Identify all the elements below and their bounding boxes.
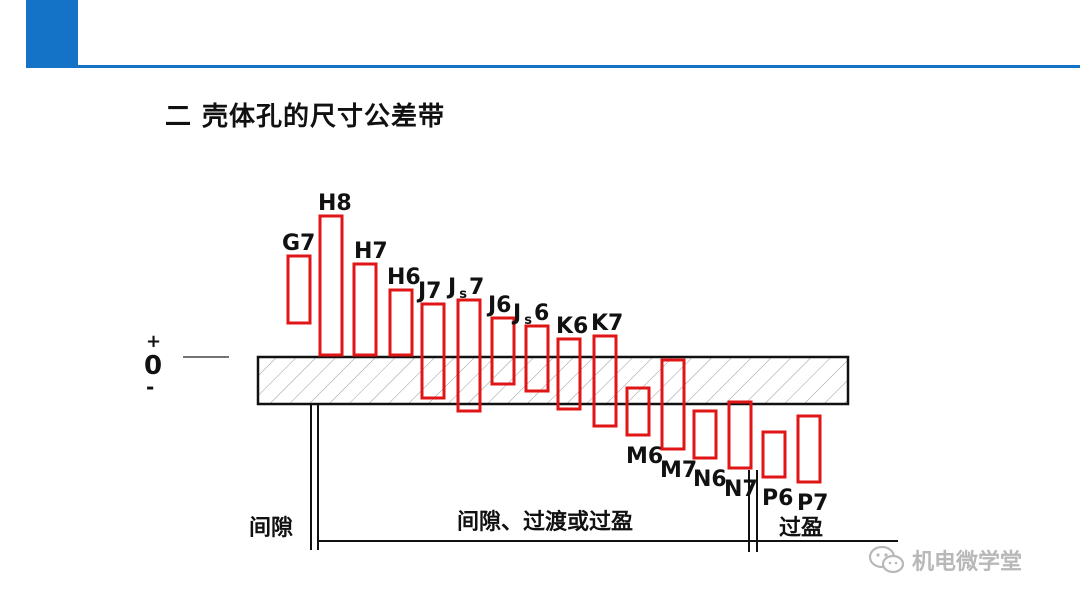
zone-js6: [524, 324, 550, 393]
zone-label-m7: M7: [660, 458, 697, 483]
zone-k6: [556, 337, 582, 411]
slide-title: 二 壳体孔的尺寸公差带: [165, 102, 446, 132]
plus-sign: +: [146, 331, 161, 352]
zone-g7: [286, 254, 312, 325]
wechat-icon: [868, 545, 905, 574]
zone-label-h6: H6: [387, 265, 421, 290]
region-label-transition: 间隙、过渡或过盈: [457, 509, 633, 535]
zone-label-j6: J6: [486, 293, 512, 318]
zone-n6: [692, 409, 718, 460]
zone-j7: [420, 302, 446, 400]
zone-label-m6: M6: [626, 444, 663, 469]
zone-label-h8: H8: [318, 191, 352, 216]
zone-label-g7: G7: [282, 231, 315, 256]
zone-label-j7: J7: [416, 279, 442, 304]
header-accent-block: [26, 0, 78, 66]
zone-p7: [796, 414, 822, 484]
zone-p6: [761, 430, 787, 479]
region-label-clearance: 间隙: [249, 516, 293, 541]
zone-label-p6: P6: [762, 486, 793, 511]
zone-h6: [388, 288, 414, 357]
watermark-text: 机电微学堂: [912, 550, 1023, 575]
zone-label-n7: N7: [724, 477, 758, 502]
zone-label-n6: N6: [693, 467, 727, 492]
zero-sign: 0: [144, 351, 162, 381]
zone-m7: [660, 358, 686, 451]
zone-n7: [727, 400, 753, 470]
zone-label-p7: P7: [797, 491, 828, 516]
zone-h7: [352, 262, 378, 357]
region-label-interference: 过盈: [779, 516, 823, 541]
zone-j6: [490, 316, 516, 386]
watermark: 机电微学堂: [868, 544, 1022, 576]
zone-m6: [625, 386, 651, 437]
zone-k7: [592, 334, 618, 428]
shaft-tolerance-band: [256, 355, 850, 406]
header-rule: [26, 65, 1080, 68]
zone-label-k7: K7: [591, 311, 623, 336]
zone-js7: [456, 298, 482, 413]
zone-label-h7: H7: [354, 239, 388, 264]
zone-label-k6: K6: [556, 314, 588, 339]
minus-sign: -: [146, 375, 154, 399]
zone-h8: [318, 214, 344, 357]
